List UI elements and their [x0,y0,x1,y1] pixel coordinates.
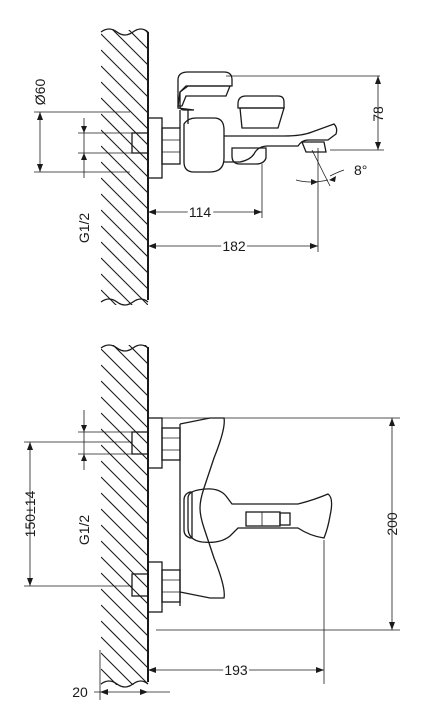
bottom-front-view: 150±14 G1/2 200 193 [22,285,400,720]
bottom-wall-offset-label: 20 [72,684,88,700]
bottom-thread-label: G1/2 [76,515,92,546]
bottom-length-dimension [148,667,324,673]
hatch-line [101,701,148,720]
hatch-line [101,524,148,573]
hatch-line [101,492,148,541]
hatch-line [101,129,148,178]
hatch-line [101,540,148,589]
top-wall-break-upper [100,28,149,36]
top-diameter-dimension [34,111,130,173]
hatch-line [101,273,133,305]
top-length-dimension [148,198,319,252]
hatch-line [101,49,148,98]
hatch-line [101,306,148,353]
top-side-view: Ø60 G1/2 78 8° [32,0,386,353]
top-thread-label: G1/2 [76,213,92,244]
hatch-line [101,636,148,685]
top-diameter-label: Ø60 [32,79,48,106]
bottom-spacing-label: 150±14 [22,490,38,537]
hatch-line [101,380,148,429]
hatch-line [101,572,148,621]
top-wall-break-lower [100,298,149,306]
hatch-line [101,65,148,114]
hatch-line [101,396,148,445]
hatch-line [101,33,148,82]
hatch-line [101,241,148,290]
bottom-spacing-dimension [24,441,132,587]
top-lever-handle [177,71,380,129]
hatch-line [101,97,148,146]
hatch-line [101,145,148,194]
hatch-line [101,289,117,305]
bottom-wall-break-upper [100,344,149,352]
hatch-line [101,364,148,413]
top-length-label: 182 [222,238,246,254]
hatch-line [112,345,148,381]
top-height-dimension [330,76,384,151]
hatch-line [101,668,118,685]
bottom-thread-dimension [78,410,132,470]
hatch-line [101,257,148,305]
hatch-line [101,348,148,397]
hatch-line [101,620,148,669]
hatch-line [101,285,148,332]
bottom-upper-connector [131,417,181,469]
hatch-line [101,81,148,130]
bottom-wall-break-lower [100,680,149,688]
bottom-lower-connector [131,561,181,613]
hatch-line [128,30,148,50]
hatch-line [101,604,148,653]
top-offset-dimension [148,164,263,218]
hatch-line [101,0,148,17]
hatch-line [101,177,148,226]
bottom-faucet-body [156,417,400,684]
top-wall-hatching [101,0,148,353]
hatch-line [144,30,148,34]
hatch-line [101,412,148,461]
hatch-line [101,161,148,210]
bottom-length-label: 193 [224,662,248,678]
bottom-wall-offset-dimension [94,650,170,700]
hatch-line [101,428,148,477]
bottom-height-label: 200 [384,512,400,536]
hatch-line [101,652,134,685]
hatch-line [112,30,148,66]
bottom-height-dimension [389,418,395,630]
hatch-line [101,444,148,493]
top-faucet-body [179,110,338,173]
hatch-line [128,345,148,365]
hatch-line [101,193,148,242]
hatch-line [101,225,148,274]
top-offset-label: 114 [189,204,212,220]
top-eccentric-connector [131,117,181,179]
hatch-line [144,345,148,349]
top-thread-dimension [78,118,132,178]
hatch-line [101,460,148,509]
top-angle-label: 8° [354,162,367,178]
hatch-line [101,508,148,557]
hatch-line [101,588,148,637]
top-angle-dimension [295,148,345,198]
bottom-wall-hatching [101,285,148,720]
hatch-line [101,209,148,258]
top-height-label: 78 [370,106,386,122]
hatch-line [101,476,148,525]
